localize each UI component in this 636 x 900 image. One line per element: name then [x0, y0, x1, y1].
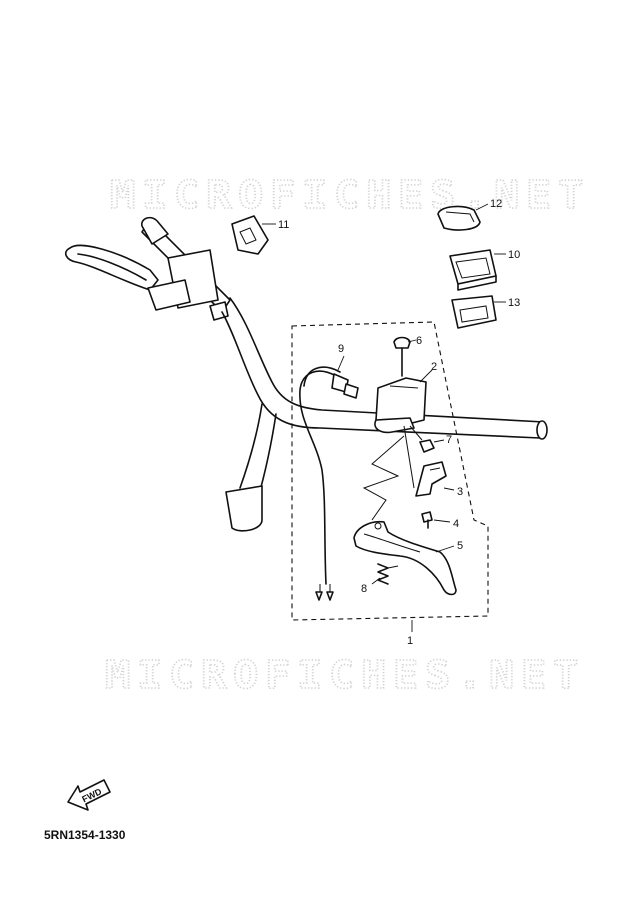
callout-10: 10: [508, 249, 520, 261]
callout-9: 9: [338, 343, 344, 355]
callout-3: 3: [457, 486, 463, 498]
callout-1: 1: [407, 635, 413, 647]
part-12-switch: [437, 203, 489, 231]
part-5-lever: [353, 520, 457, 596]
callout-7: 7: [446, 434, 452, 446]
callout-8: 8: [361, 583, 367, 595]
left-lever-assembly: [64, 216, 231, 321]
callout-5: 5: [457, 540, 463, 552]
callout-6: 6: [416, 335, 422, 347]
callout-12: 12: [490, 198, 502, 210]
callout-2: 2: [431, 361, 437, 373]
part-7-nut: [409, 425, 445, 453]
callout-13: 13: [508, 297, 520, 309]
connector-line: [362, 435, 405, 521]
part-13-switch: [451, 295, 506, 329]
callout-4: 4: [453, 518, 459, 530]
watermark-top: MICROFICHES.NET: [110, 173, 590, 217]
part-9-cable: [299, 355, 359, 601]
part-11-switch-cover: [231, 215, 276, 255]
fwd-arrow-icon: FWD: [67, 779, 111, 811]
part-2-lever-bracket: [374, 369, 433, 434]
callout-11: 11: [278, 219, 289, 231]
part-8-spring: [371, 563, 399, 585]
diagram-code: 5RN1354-1330: [44, 828, 126, 842]
part-4-bolt: [421, 511, 451, 529]
handlebar-tube: [221, 297, 548, 532]
part-3-clip: [403, 425, 455, 497]
watermark-bottom: MICROFICHES.NET: [105, 653, 585, 697]
part-10-switch: [449, 249, 506, 291]
part-6-screw: [393, 336, 417, 377]
